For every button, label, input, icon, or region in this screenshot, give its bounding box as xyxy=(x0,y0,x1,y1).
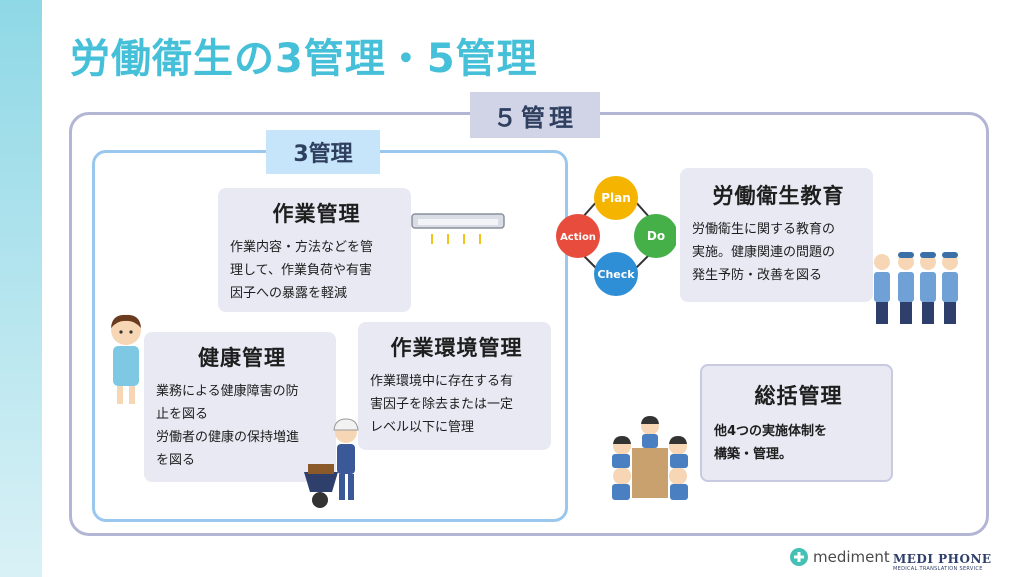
pdca-check-circle xyxy=(594,252,638,296)
card-body: 労働衛生に関する教育の 実施。健康関連の問題の 発生予防・改善を図る xyxy=(692,218,865,287)
pdca-cycle-icon: Plan Do Check Action xyxy=(556,176,676,296)
ceiling-light-icon xyxy=(411,213,505,244)
card-body: 他4つの実施体制を 構築・管理。 xyxy=(714,420,883,466)
card-line: 害因子を除去または一定 xyxy=(370,397,514,412)
pdca-plan-label: Plan xyxy=(601,191,631,205)
card-line: 因子への暴露を軽減 xyxy=(230,286,348,301)
page-title: 労働衛生の3管理・5管理 xyxy=(70,36,538,82)
card-body: 作業内容・方法などを管 理して、作業負荷や有害 因子への暴露を軽減 xyxy=(230,236,403,305)
card-line: 作業環境中に存在する有 xyxy=(370,374,514,389)
training-group-icon xyxy=(874,252,958,324)
pdca-action-label: Action xyxy=(560,232,596,243)
card-environment-management: 作業環境管理 作業環境中に存在する有 害因子を除去または一定 レベル以下に管理 xyxy=(358,322,551,450)
five-management-label: ５管理 xyxy=(470,92,600,138)
card-line: 理して、作業負荷や有害 xyxy=(230,263,372,278)
card-title: 健康管理 xyxy=(198,346,286,370)
mediphone-wordmark: MEDI PHONE xyxy=(893,552,992,566)
pdca-do-circle xyxy=(634,214,676,258)
card-health-education: 労働衛生教育 労働衛生に関する教育の 実施。健康関連の問題の 発生予防・改善を図… xyxy=(680,168,873,302)
meeting-group-icon xyxy=(612,416,688,500)
plus-circle-icon xyxy=(790,548,808,566)
pdca-plan-circle xyxy=(594,176,638,220)
pdca-action-circle xyxy=(556,214,600,258)
left-accent-bar xyxy=(0,0,42,577)
card-line: 実施。健康関連の問題の xyxy=(692,245,836,260)
card-line: レベル以下に管理 xyxy=(370,420,475,435)
pdca-check-label: Check xyxy=(597,268,635,281)
card-line: 労働者の健康の保持増進 xyxy=(156,430,300,445)
mediphone-subtitle: MEDICAL TRANSLATION SERVICE xyxy=(893,566,983,572)
card-line: 構築・管理。 xyxy=(714,447,793,462)
card-health-management: 健康管理 業務による健康障害の防 止を図る 労働者の健康の保持増進 を図る xyxy=(144,332,336,482)
card-title: 総括管理 xyxy=(754,384,843,408)
card-general-management: 総括管理 他4つの実施体制を 構築・管理。 xyxy=(700,364,893,482)
card-line: 他4つの実施体制を xyxy=(714,424,828,439)
card-title: 作業管理 xyxy=(272,202,361,226)
card-body: 業務による健康障害の防 止を図る 労働者の健康の保持増進 を図る xyxy=(156,380,328,472)
pdca-do-label: Do xyxy=(647,229,665,243)
mediphone-logo: MEDI PHONE MEDICAL TRANSLATION SERVICE xyxy=(893,552,992,572)
worker-wheelbarrow-icon xyxy=(304,418,359,508)
mediment-wordmark: mediment xyxy=(813,548,890,566)
card-body: 作業環境中に存在する有 害因子を除去または一定 レベル以下に管理 xyxy=(370,370,543,439)
card-work-management: 作業管理 作業内容・方法などを管 理して、作業負荷や有害 因子への暴露を軽減 xyxy=(218,188,411,312)
card-title: 労働衛生教育 xyxy=(712,184,845,208)
three-management-label: 3管理 xyxy=(266,130,380,174)
card-line: 労働衛生に関する教育の xyxy=(692,222,836,237)
card-title: 作業環境管理 xyxy=(390,336,523,360)
card-line: を図る xyxy=(156,453,196,468)
patient-person-icon xyxy=(111,314,141,404)
card-line: 止を図る xyxy=(156,407,209,422)
mediment-logo: mediment xyxy=(790,548,890,566)
card-line: 業務による健康障害の防 xyxy=(156,384,299,399)
card-line: 作業内容・方法などを管 xyxy=(230,240,374,255)
card-line: 発生予防・改善を図る xyxy=(692,268,823,283)
